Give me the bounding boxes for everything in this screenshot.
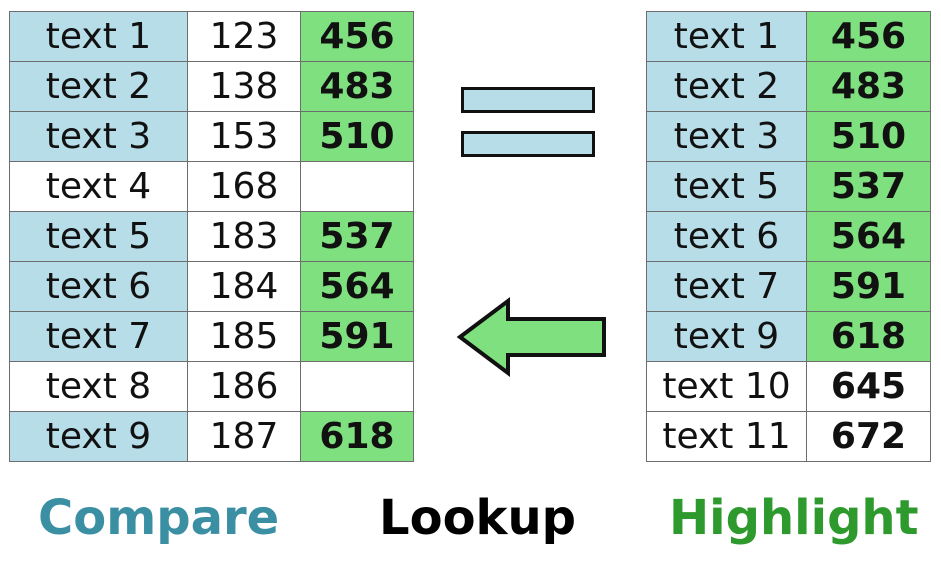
row-value-cell: 591 <box>806 261 931 312</box>
lookup-result-cell: 564 <box>300 261 414 312</box>
lookup-result-cell: 456 <box>300 11 414 62</box>
lookup-result-cell <box>300 161 414 212</box>
row-value-cell: 456 <box>806 11 931 62</box>
lookup-result-cell: 483 <box>300 61 414 112</box>
lookup-result-cell <box>300 361 414 412</box>
row-label-cell: text 3 <box>646 111 807 162</box>
row-value-cell: 510 <box>806 111 931 162</box>
equals-sign-icon-bottom-bar <box>461 131 595 157</box>
row-label-cell: text 8 <box>9 361 188 412</box>
compare-caption: Compare <box>38 490 280 546</box>
row-value-cell: 483 <box>806 61 931 112</box>
row-label-cell: text 1 <box>646 11 807 62</box>
row-number-cell: 185 <box>187 311 301 362</box>
row-number-cell: 183 <box>187 211 301 262</box>
row-number-cell: 186 <box>187 361 301 412</box>
row-label-cell: text 3 <box>9 111 188 162</box>
row-number-cell: 138 <box>187 61 301 112</box>
left-arrow-icon <box>456 297 606 377</box>
row-label-cell: text 7 <box>9 311 188 362</box>
equals-sign-icon-top-bar <box>461 87 595 113</box>
row-value-cell: 564 <box>806 211 931 262</box>
row-number-cell: 184 <box>187 261 301 312</box>
lookup-result-cell: 591 <box>300 311 414 362</box>
lookup-result-cell: 510 <box>300 111 414 162</box>
row-value-cell: 537 <box>806 161 931 212</box>
lookup-result-cell: 537 <box>300 211 414 262</box>
row-label-cell: text 5 <box>9 211 188 262</box>
row-value-cell: 672 <box>806 411 931 462</box>
lookup-caption: Lookup <box>379 490 576 546</box>
row-label-cell: text 1 <box>9 11 188 62</box>
row-label-cell: text 7 <box>646 261 807 312</box>
row-label-cell: text 5 <box>646 161 807 212</box>
row-value-cell: 618 <box>806 311 931 362</box>
row-label-cell: text 10 <box>646 361 807 412</box>
row-label-cell: text 9 <box>646 311 807 362</box>
row-label-cell: text 6 <box>9 261 188 312</box>
row-label-cell: text 2 <box>9 61 188 112</box>
row-label-cell: text 4 <box>9 161 188 212</box>
row-label-cell: text 11 <box>646 411 807 462</box>
highlight-caption: Highlight <box>669 490 919 546</box>
row-label-cell: text 6 <box>646 211 807 262</box>
lookup-result-cell: 618 <box>300 411 414 462</box>
row-number-cell: 168 <box>187 161 301 212</box>
row-number-cell: 187 <box>187 411 301 462</box>
row-number-cell: 123 <box>187 11 301 62</box>
row-value-cell: 645 <box>806 361 931 412</box>
row-label-cell: text 9 <box>9 411 188 462</box>
row-label-cell: text 2 <box>646 61 807 112</box>
row-number-cell: 153 <box>187 111 301 162</box>
